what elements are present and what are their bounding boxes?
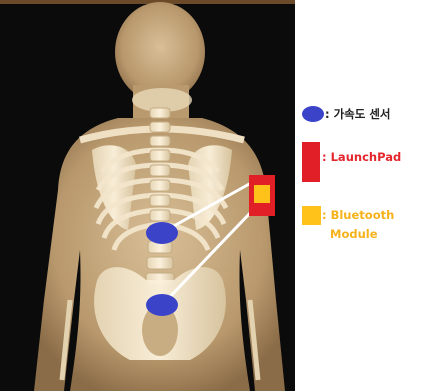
legend-label-sensor: : 가속도 센서: [325, 105, 391, 124]
accelerometer-sensor-upper: [146, 222, 178, 244]
legend-item-launchpad: : LaunchPad: [302, 142, 401, 182]
launchpad-swatch-icon: [302, 142, 322, 182]
accelerometer-sensor-lower: [146, 294, 178, 316]
bluetooth-module: [254, 185, 270, 203]
bluetooth-swatch-icon: [302, 206, 322, 226]
legend-label-bluetooth: : Bluetooth Module: [322, 206, 394, 244]
anatomy-illustration: [0, 0, 295, 391]
anatomy-figure: [0, 0, 295, 391]
legend-item-bluetooth: : Bluetooth Module: [302, 206, 394, 244]
legend-item-sensor: : 가속도 센서: [301, 105, 391, 124]
sensor-swatch-icon: [301, 105, 325, 123]
top-strip: [0, 0, 295, 4]
legend-label-launchpad: : LaunchPad: [322, 148, 401, 167]
